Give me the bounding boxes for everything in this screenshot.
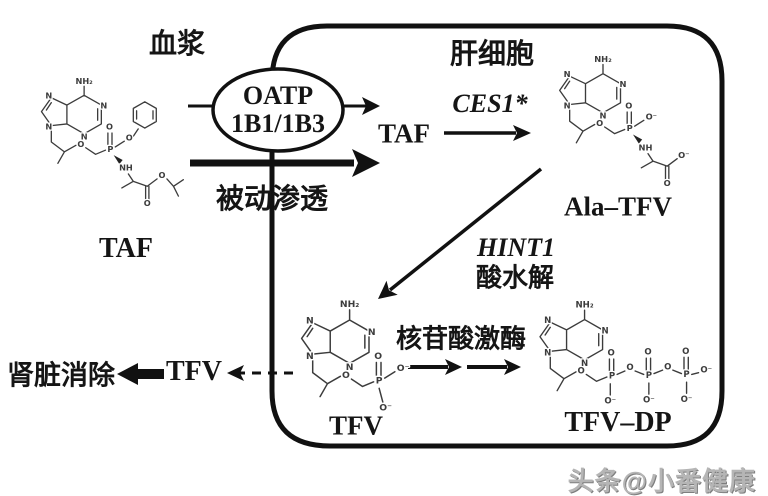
ces1-enzyme-label: CES1* xyxy=(452,89,528,118)
atom-label: O xyxy=(342,370,350,381)
atom-label: O xyxy=(626,363,633,373)
atom-label: N xyxy=(564,69,571,79)
atom-label: N xyxy=(306,316,314,327)
renal-clearance-label: 肾脏消除 xyxy=(7,360,115,391)
atom-label: O xyxy=(126,132,133,142)
passive-diffusion-label: 被动渗透 xyxy=(215,183,329,214)
hepatocyte-membrane xyxy=(269,23,725,449)
atom-label: NH₂ xyxy=(75,76,93,86)
atom-label: O xyxy=(682,347,689,357)
atom-label: N xyxy=(306,351,314,362)
atom-label: O⁻ xyxy=(397,363,410,374)
atom-label: NH₂ xyxy=(340,299,359,310)
atom-label: O⁻ xyxy=(678,150,689,160)
oatp-transporter-label: OATP 1B1/1B3 xyxy=(231,80,325,138)
hepatocyte-label: 肝细胞 xyxy=(449,38,535,69)
atom-label: P xyxy=(646,371,652,381)
ces1-arrow-head xyxy=(513,125,531,141)
atom-label: O xyxy=(159,170,166,180)
atom-label: P xyxy=(627,123,633,133)
atom-label: O xyxy=(144,198,151,208)
atom-label: N xyxy=(602,326,609,336)
oatp-transporter-ellipse xyxy=(211,67,345,153)
oatp-name-line1: OATP xyxy=(242,80,314,110)
kinase-arrow2-head xyxy=(504,359,521,375)
atom-label: N xyxy=(81,132,88,142)
taf-plasma-label: TAF xyxy=(99,233,153,264)
atom-label: N xyxy=(368,327,376,338)
atom-label: N xyxy=(45,91,52,101)
passive-diffusion-arrow-head xyxy=(352,149,380,177)
atom-label: N xyxy=(544,316,551,326)
atom-label: N xyxy=(544,349,551,359)
atom-label: O⁻ xyxy=(604,397,616,407)
nucleotide-kinase-label: 核苷酸激酶 xyxy=(395,323,527,354)
hint1-arrow-shaft xyxy=(388,167,543,292)
atom-label: N xyxy=(45,122,52,132)
tfv-dp-label: TFV–DP xyxy=(564,407,672,438)
atom-label: O xyxy=(664,178,671,188)
atom-label: N xyxy=(564,101,571,111)
atom-label: P xyxy=(683,370,689,380)
atom-label: NH xyxy=(639,142,653,152)
atom-label: O⁻ xyxy=(646,112,657,122)
atom-label: NH xyxy=(119,163,133,173)
oatp-uptake-arrow-head xyxy=(362,97,380,115)
stereo-wedge xyxy=(113,155,123,165)
tfv-cell-label: TFV xyxy=(329,410,383,441)
stereo-wedge xyxy=(633,134,643,144)
atom-label: O xyxy=(664,362,671,372)
tfv-plasma-label: TFV xyxy=(166,356,222,387)
atom-label: O xyxy=(625,101,632,111)
atom-label: P xyxy=(107,144,113,154)
atom-label: O xyxy=(77,139,84,149)
atom-label: P xyxy=(609,372,615,382)
plasma-label: 血浆 xyxy=(148,28,206,59)
atom-label: O xyxy=(106,122,113,132)
atom-label: O xyxy=(644,348,651,358)
atom-label: O⁻ xyxy=(700,366,712,376)
acid-hydrolysis-label: 酸水解 xyxy=(475,262,555,293)
atom-label: O⁻ xyxy=(681,395,693,405)
atom-label: O xyxy=(596,118,603,128)
taf-cell-label: TAF xyxy=(378,118,430,149)
kinase-arrow1-head xyxy=(445,359,462,375)
ala-tfv-label: Ala–TFV xyxy=(564,191,672,222)
atom-label: O xyxy=(374,351,382,362)
tfv-export-arrow-head xyxy=(227,365,244,381)
atom-label: NH₂ xyxy=(576,301,594,311)
atom-label: NH₂ xyxy=(594,54,612,64)
renal-clearance-arrow xyxy=(117,363,164,385)
atom-label: O⁻ xyxy=(379,402,392,413)
atom-label: O⁻ xyxy=(643,396,655,406)
atom-label: P xyxy=(376,376,383,387)
hint1-enzyme-label: HINT1 xyxy=(477,233,555,262)
hint1-arrow-head xyxy=(378,280,398,299)
atom-label: N xyxy=(100,100,107,110)
watermark-text: 头条@小番健康 xyxy=(567,466,756,496)
atom-label: O xyxy=(608,349,615,359)
atom-label: O xyxy=(578,367,585,377)
atom-label: N xyxy=(346,362,354,373)
atom-label: N xyxy=(620,79,627,89)
atom-label: N xyxy=(600,111,607,121)
atom-label: N xyxy=(581,359,588,369)
oatp-name-line2: 1B1/1B3 xyxy=(231,109,325,138)
